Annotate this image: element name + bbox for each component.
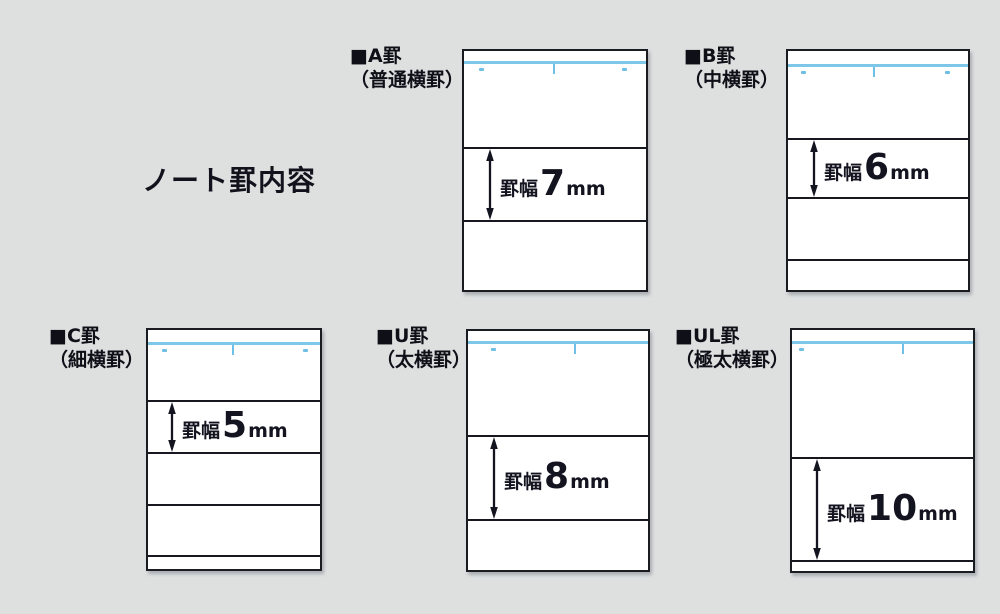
ruling-width-value: 5 bbox=[222, 405, 248, 446]
margin-tick bbox=[800, 71, 806, 74]
panel-name: ■U罫 bbox=[376, 325, 429, 347]
ruled-paper-sample: 罫幅 8 mm bbox=[466, 329, 650, 572]
panel-subname: （極太横罫） bbox=[675, 349, 790, 371]
ruling-width-unit: mm bbox=[918, 502, 958, 525]
panel-name: ■C罫 bbox=[49, 325, 100, 347]
rule-line bbox=[464, 220, 646, 222]
rule-line bbox=[468, 519, 648, 521]
ruling-width-label: 罫幅 7 mm bbox=[500, 162, 606, 204]
ruled-paper-sample: 罫幅 7 mm bbox=[462, 49, 648, 292]
ruling-width-label: 罫幅 5 mm bbox=[182, 408, 288, 444]
rule-line bbox=[788, 138, 968, 140]
panel-name: ■A罫 bbox=[350, 45, 402, 67]
panel-subname: （細横罫） bbox=[49, 349, 145, 371]
ruling-width-prefix: 罫幅 bbox=[824, 161, 863, 184]
margin-line bbox=[468, 341, 648, 344]
panel-name: ■B罫 bbox=[684, 45, 736, 67]
panel-label: ■U罫 （太横罫） bbox=[376, 324, 471, 372]
margin-tick bbox=[478, 68, 484, 71]
ruling-width-unit: mm bbox=[570, 471, 610, 493]
margin-tick bbox=[161, 349, 167, 352]
ruling-width-label: 罫幅 10 mm bbox=[827, 487, 958, 529]
panel-label: ■C罫 （細横罫） bbox=[49, 324, 144, 372]
margin-tick bbox=[491, 348, 497, 351]
margin-tick bbox=[574, 344, 577, 354]
margin-tick bbox=[302, 349, 308, 352]
ruling-width-prefix: 罫幅 bbox=[827, 502, 866, 525]
ruling-width-unit: mm bbox=[248, 420, 288, 442]
rule-line bbox=[792, 560, 973, 562]
panel-subname: （太横罫） bbox=[376, 349, 472, 371]
margin-tick bbox=[944, 71, 950, 74]
rule-line bbox=[148, 452, 320, 454]
ruling-width-label: 罫幅 8 mm bbox=[504, 459, 610, 495]
panel-label: ■UL罫 （極太横罫） bbox=[675, 324, 789, 372]
margin-tick bbox=[799, 348, 805, 351]
measure-arrow-icon bbox=[168, 402, 176, 452]
margin-tick bbox=[622, 68, 628, 71]
rule-line bbox=[148, 504, 320, 506]
margin-line bbox=[148, 342, 320, 345]
rule-line bbox=[788, 197, 968, 199]
ruling-width-prefix: 罫幅 bbox=[182, 420, 221, 442]
panel-subname: （普通横罫） bbox=[350, 69, 465, 91]
ruling-width-prefix: 罫幅 bbox=[500, 177, 539, 200]
rule-line bbox=[468, 435, 648, 437]
margin-line bbox=[464, 61, 646, 64]
ruling-width-value: 10 bbox=[867, 487, 918, 529]
measure-arrow-icon bbox=[813, 459, 821, 560]
margin-line bbox=[792, 341, 973, 344]
ruled-paper-sample: 罫幅 5 mm bbox=[146, 328, 322, 571]
margin-line bbox=[788, 64, 968, 67]
ruling-width-unit: mm bbox=[890, 161, 930, 184]
panel-label: ■A罫 （普通横罫） bbox=[350, 44, 464, 92]
rule-line bbox=[792, 457, 973, 459]
margin-tick bbox=[902, 344, 905, 354]
ruled-paper-sample: 罫幅 10 mm bbox=[790, 328, 975, 573]
rule-line bbox=[148, 400, 320, 402]
panel-name: ■UL罫 bbox=[675, 325, 740, 347]
ruling-width-value: 8 bbox=[544, 456, 570, 497]
measure-arrow-icon bbox=[490, 437, 498, 519]
margin-tick bbox=[232, 345, 235, 355]
panel-label: ■B罫 （中横罫） bbox=[684, 44, 779, 92]
measure-arrow-icon bbox=[486, 149, 494, 220]
ruling-width-label: 罫幅 6 mm bbox=[824, 146, 930, 188]
margin-tick bbox=[553, 64, 556, 74]
ruling-width-value: 6 bbox=[864, 146, 890, 188]
rule-line bbox=[464, 147, 646, 149]
ruling-width-value: 7 bbox=[540, 162, 566, 204]
ruling-width-unit: mm bbox=[566, 177, 606, 200]
rule-line bbox=[788, 259, 968, 261]
rule-line bbox=[148, 555, 320, 557]
margin-tick bbox=[872, 67, 875, 77]
measure-arrow-icon bbox=[810, 140, 818, 197]
panel-subname: （中横罫） bbox=[684, 69, 780, 91]
page-title: ノート罫内容 bbox=[142, 164, 317, 197]
ruling-width-prefix: 罫幅 bbox=[504, 471, 543, 493]
ruled-paper-sample: 罫幅 6 mm bbox=[786, 49, 970, 292]
